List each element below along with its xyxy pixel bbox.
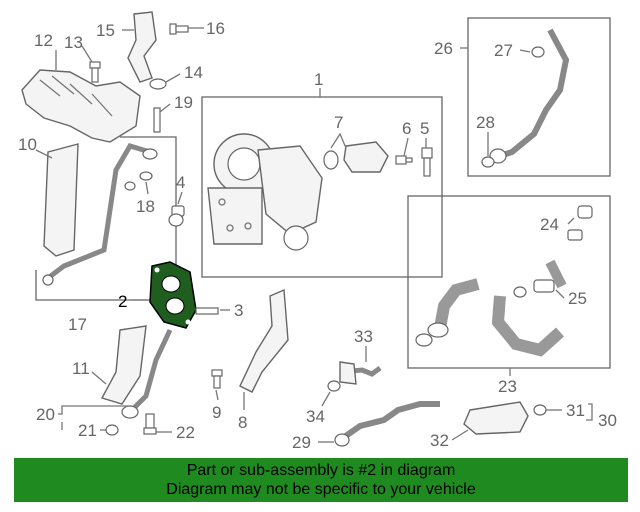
gasket-14-part [149, 78, 167, 90]
callout-22[interactable]: 22 [176, 423, 195, 442]
callout-10[interactable]: 10 [18, 135, 37, 154]
pipe-20-part [130, 328, 173, 412]
coolant-pipe-26 [499, 28, 570, 159]
bracket-15-part [127, 11, 157, 83]
callout-15[interactable]: 15 [96, 21, 115, 40]
callout-29[interactable]: 29 [292, 433, 311, 452]
bolt-16-part [169, 23, 189, 35]
callout-30[interactable]: 30 [598, 411, 617, 430]
banner-line-1: Part or sub-assembly is #2 in diagram [186, 462, 456, 479]
callout-6[interactable]: 6 [402, 119, 411, 138]
turbo-gasket-part-2 [149, 261, 197, 329]
plug-4-part [168, 205, 185, 227]
callout-19[interactable]: 19 [174, 93, 193, 112]
callout-25[interactable]: 25 [568, 289, 587, 308]
callout-4[interactable]: 4 [176, 173, 185, 192]
callout-28[interactable]: 28 [476, 113, 495, 132]
washer-18-part [139, 171, 153, 181]
callout-16[interactable]: 16 [206, 19, 225, 38]
callout-1[interactable]: 1 [314, 70, 323, 89]
callout-2[interactable]: 2 [118, 292, 127, 311]
callout-5[interactable]: 5 [420, 119, 429, 138]
callout-11[interactable]: 11 [72, 359, 90, 378]
turbocharger-part [207, 133, 323, 251]
stud-3-part [195, 307, 219, 315]
hose-kit-box [407, 195, 611, 369]
coolant-pipe-box [467, 17, 611, 177]
sensor-5-part [421, 147, 433, 177]
callout-31[interactable]: 31 [566, 401, 585, 420]
oil-return-line-17 [46, 143, 151, 280]
bracket-8-part [239, 288, 289, 393]
callout-12[interactable]: 12 [34, 31, 53, 50]
bolt-13-part [89, 61, 101, 83]
callout-14[interactable]: 14 [184, 63, 203, 82]
connector-24-part [567, 205, 593, 241]
callout-26[interactable]: 26 [434, 39, 453, 58]
callout-9[interactable]: 9 [212, 403, 221, 422]
callout-32[interactable]: 32 [430, 431, 449, 450]
bolt-6-part [395, 155, 413, 165]
callout-7[interactable]: 7 [334, 113, 343, 132]
callout-27[interactable]: 27 [494, 41, 513, 60]
seal-27-part [531, 46, 545, 58]
bolt-9-part [211, 369, 223, 389]
callout-8[interactable]: 8 [238, 413, 247, 432]
connector-25-part [513, 279, 555, 298]
callout-20[interactable]: 20 [36, 405, 55, 424]
callout-13[interactable]: 13 [64, 33, 83, 52]
oil-supply-line-10 [43, 143, 79, 257]
callout-33[interactable]: 33 [354, 327, 373, 346]
bolt-22-part [143, 413, 157, 435]
bracket-11-part [100, 325, 147, 405]
callout-18[interactable]: 18 [136, 197, 155, 216]
turbocharger-box [201, 96, 443, 278]
seal-34-part [327, 380, 341, 392]
callout-34[interactable]: 34 [306, 407, 325, 426]
seal-31-part [533, 404, 547, 416]
heat-shield-part [21, 69, 141, 143]
info-banner: Part or sub-assembly is #2 in diagram Di… [14, 458, 628, 502]
banner-line-2: Diagram may not be specific to your vehi… [166, 481, 476, 498]
stud-19-part [153, 107, 161, 133]
manifold-32-part [463, 401, 529, 435]
callout-3[interactable]: 3 [234, 301, 243, 320]
callout-21[interactable]: 21 [78, 421, 97, 440]
callout-24[interactable]: 24 [540, 215, 559, 234]
parts-diagram: 1 2 3 4 5 6 7 8 9 10 11 12 13 14 15 16 1… [18, 11, 617, 452]
callout-17[interactable]: 17 [68, 315, 87, 334]
leader-lines [35, 27, 593, 443]
hose-23-part [434, 278, 480, 330]
seal-28-part [481, 156, 495, 168]
actuator-7-part [323, 141, 389, 173]
seal-21-part [105, 424, 119, 436]
callout-23[interactable]: 23 [498, 377, 517, 396]
coolant-line-29 [338, 401, 440, 443]
